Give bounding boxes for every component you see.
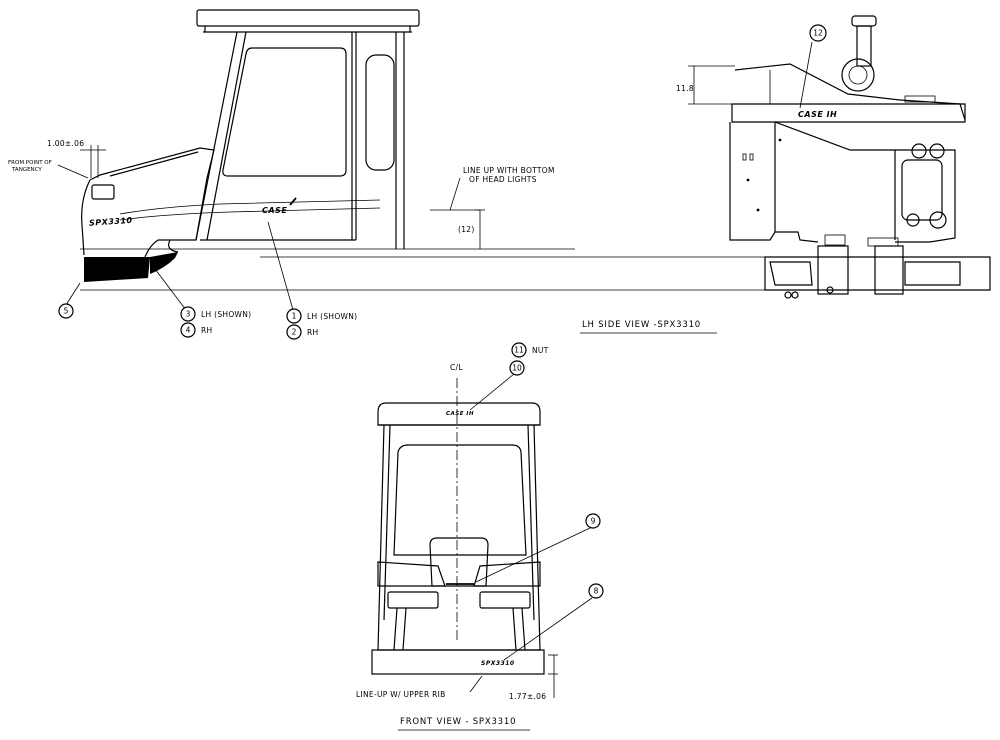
callout-1-text: LH (SHOWN) [307,312,357,321]
bumper-logo: SPX3310 [481,660,515,667]
hood-logo: SPX3310 [89,216,133,228]
callout-11-text: NUT [532,346,549,355]
svg-text:9: 9 [591,517,596,526]
tangency-note-line2: TANGENCY [11,167,42,173]
svg-text:1: 1 [292,312,297,321]
front-view: C/L CASE IH SPX3310 1.77±.06 L [356,363,593,731]
callout-11[interactable] [511,342,527,358]
svg-text:3: 3 [186,310,191,319]
cab-logo: CASE [262,206,287,215]
roof-logo: CASE IH [446,411,474,417]
side-view-callouts: 5 3 LH (SHOWN) 4 RH 1 LH (SHOWN) 2 RH [58,303,357,340]
side-view-rear: CASE IH 11.8 [580,15,991,334]
lineup-note-line1: LINE UP WITH BOTTOM [463,166,555,175]
tangency-note-line1: FROM POINT OF [8,160,52,166]
callout-1[interactable] [286,308,302,324]
front-view-callouts: 11 NUT 10 9 8 [509,342,604,599]
lineup-rib-note: LINE-UP W/ UPPER RIB [356,690,446,699]
dim-1-77: 1.77±.06 [509,692,546,701]
svg-text:5: 5 [64,307,69,316]
side-view-title: LH SIDE VIEW -SPX3310 [582,320,701,330]
side-view-cab: SPX3310 CASE (12) LINE UP WITH BOTTOM OF… [8,9,990,311]
callout-4-text: RH [201,326,212,335]
svg-text:8: 8 [594,587,599,596]
svg-text:4: 4 [186,326,191,335]
callout-12[interactable] [809,24,827,42]
callout-4[interactable] [180,322,196,338]
front-bumper-decal [84,257,150,282]
svg-text:11: 11 [514,346,524,355]
front-view-title: FRONT VIEW - SPX3310 [400,717,516,727]
callout-8[interactable] [588,583,604,599]
svg-text:12: 12 [813,29,823,38]
centerline-label: C/L [450,363,463,372]
callout-3[interactable] [180,306,196,322]
callout-5[interactable] [58,303,74,319]
callout-2[interactable] [286,324,302,340]
dim-1-00: 1.00±.06 [47,139,84,148]
dim-11-8: 11.8 [676,84,694,93]
svg-text:10: 10 [512,364,522,373]
callout-2-text: RH [307,328,318,337]
lineup-note-line2: OF HEAD LIGHTS [469,175,537,184]
rear-logo: CASE IH [798,110,837,119]
callout-10[interactable] [509,360,525,376]
callout-9[interactable] [585,513,601,529]
callout-3-text: LH (SHOWN) [201,310,251,319]
svg-text:2: 2 [292,328,297,337]
dim-12: (12) [458,225,475,234]
